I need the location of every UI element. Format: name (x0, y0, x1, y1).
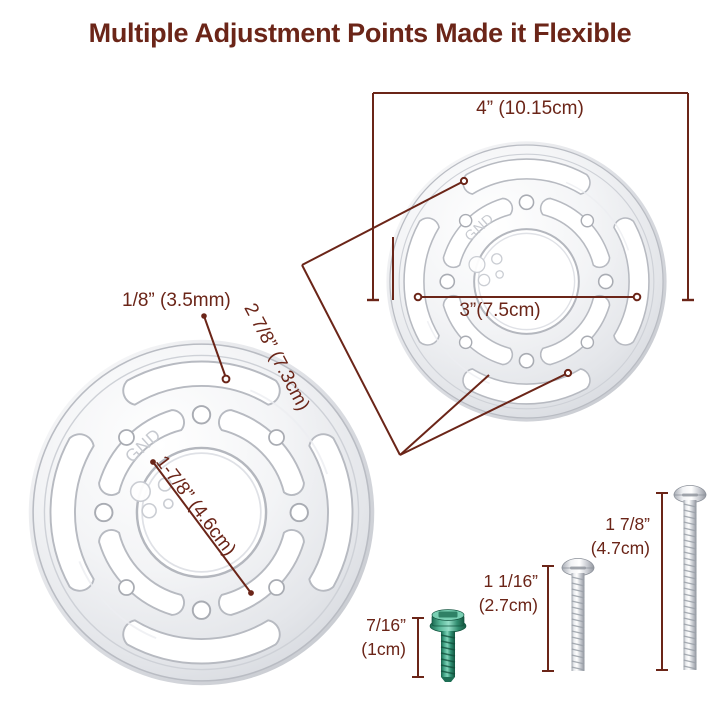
screw-label-short-line2: (2.7cm) (478, 595, 538, 615)
machine-screw-short (561, 558, 595, 671)
machine-screw-long (673, 485, 707, 670)
dimension-diagonal (301, 264, 490, 456)
screw-label-short-line1: 1 1/16” (483, 571, 538, 591)
dimension-label-thickness: 1/8” (3.5mm) (122, 290, 231, 311)
dimension-label-outer-width: 4” (10.15cm) (476, 98, 584, 119)
leader-upper-plate (301, 176, 469, 266)
dimension-label-hole-spacing: 3”(7.5cm) (459, 300, 541, 321)
screw-label-ground-line1: 7/16” (366, 615, 406, 635)
page-title: Multiple Adjustment Points Made it Flexi… (88, 18, 632, 48)
leader-thickness (201, 313, 231, 384)
dimension-hole-spacing (413, 292, 642, 302)
ground-screw (429, 609, 467, 682)
mounting-plate-front (385, 140, 668, 423)
screw-label-long-line1: 1 7/8” (605, 514, 650, 534)
dimension-center-hole (150, 459, 254, 596)
measure-bar-screw-long (656, 492, 668, 671)
measure-bar-screw-short (542, 565, 554, 672)
screw-label-ground-line2: (1cm) (361, 639, 406, 659)
dimension-lines (150, 92, 694, 678)
leader-lower-plate (399, 368, 573, 456)
dimension-outer-width (367, 92, 694, 302)
screw-label-long-line2: (4.7cm) (590, 538, 650, 558)
measure-bar-ground-screw (412, 617, 424, 678)
